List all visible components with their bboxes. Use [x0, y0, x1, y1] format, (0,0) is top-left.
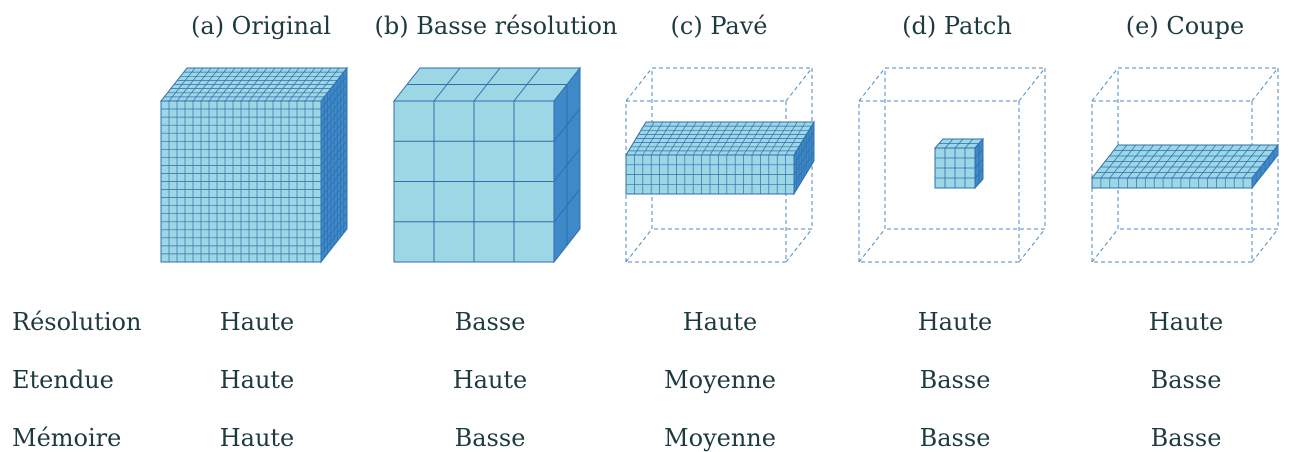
wireframe-edge	[1018, 67, 1046, 102]
table-cell: Haute	[918, 308, 993, 336]
wireframe-edge	[785, 67, 813, 102]
original-cube-figure	[159, 66, 349, 264]
table-cell: Basse	[920, 424, 991, 452]
table-cell: Basse	[455, 308, 526, 336]
table-cell: Moyenne	[664, 366, 776, 394]
wireframe-edge	[625, 67, 653, 102]
original-voxel-cube	[159, 66, 349, 264]
table-cell: Haute	[453, 366, 528, 394]
wireframe-edge	[1251, 228, 1279, 263]
table-cell: Haute	[220, 424, 295, 452]
column-titles: (a) Original (b) Basse résolution (c) Pa…	[191, 12, 1244, 40]
table-cell: Haute	[220, 308, 295, 336]
wireframe-edge	[1251, 67, 1279, 102]
wireframe-edge	[1091, 228, 1119, 263]
table-cell: Haute	[220, 366, 295, 394]
voxel-grid-lines	[1096, 144, 1275, 188]
table-cell: Basse	[1151, 424, 1222, 452]
wireframe-edge	[858, 228, 886, 263]
comparison-table: Résolution Haute Basse Haute Haute Haute…	[12, 308, 1223, 452]
table-cell: Basse	[1151, 366, 1222, 394]
wireframe-edge	[858, 67, 886, 102]
table-cell: Basse	[920, 366, 991, 394]
column-title-coupe: (e) Coupe	[1126, 12, 1244, 40]
voxel-grid-lines	[161, 67, 348, 262]
table-cell: Haute	[1149, 308, 1224, 336]
low-resolution-cube-figure	[392, 66, 582, 264]
wireframe-edge	[785, 228, 813, 263]
voxel-grid-lines	[394, 67, 581, 262]
row-label-etendue: Etendue	[12, 366, 114, 394]
wireframe-edge	[1018, 228, 1046, 263]
column-title-low-resolution: (b) Basse résolution	[375, 12, 618, 40]
column-title-pave: (c) Pavé	[671, 12, 768, 40]
wireframe-cube	[858, 67, 1046, 263]
wireframe-edge	[1091, 67, 1119, 102]
low-resolution-voxel-cube	[392, 66, 582, 264]
patch-cube	[933, 137, 985, 190]
table-cell: Moyenne	[664, 424, 776, 452]
table-cell: Haute	[683, 308, 758, 336]
coupe-slice	[1090, 143, 1280, 190]
pave-slab	[625, 120, 815, 196]
column-title-patch: (d) Patch	[902, 12, 1012, 40]
voxel-grid-lines	[626, 121, 815, 194]
row-label-resolution: Résolution	[12, 308, 141, 336]
row-label-memoire: Mémoire	[12, 424, 121, 452]
table-cell: Basse	[455, 424, 526, 452]
pave-figure	[625, 67, 815, 263]
voxel-grid-lines	[935, 138, 984, 188]
coupe-figure	[1090, 67, 1280, 263]
column-title-original: (a) Original	[191, 12, 331, 40]
patch-figure	[858, 67, 1046, 263]
wireframe-edge	[625, 228, 653, 263]
